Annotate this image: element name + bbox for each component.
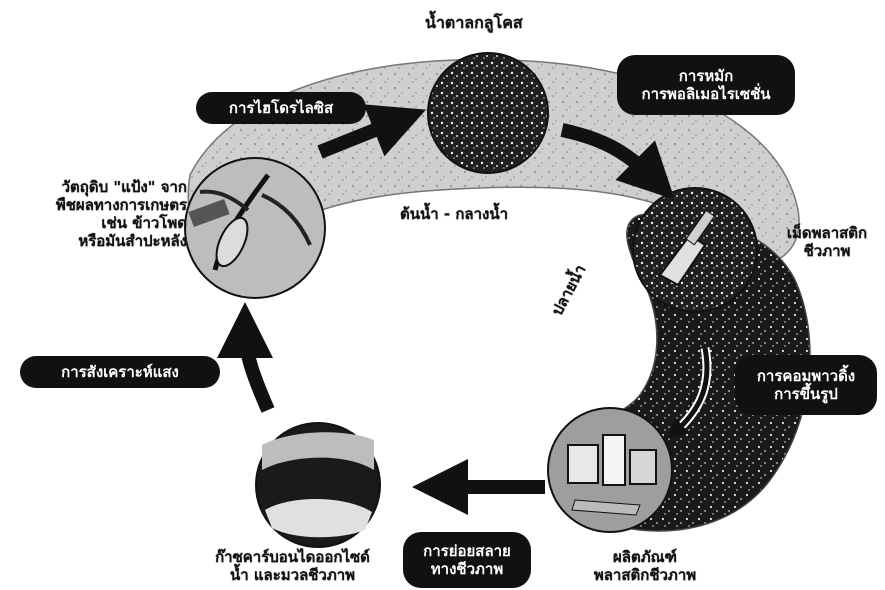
- compounding-pill: การคอมพาวดิ้ง การขึ้นรูป: [735, 355, 877, 415]
- photosynthesis-label: การสังเคราะห์แสง: [61, 363, 179, 381]
- co2-line-2: น้ำ และมวลชีวภาพ: [190, 566, 395, 584]
- biodegradation-pill: การย่อยสลาย ทางชีวภาพ: [403, 532, 531, 588]
- compounding-label-2: การขึ้นรูป: [774, 385, 838, 403]
- raw-material-label: วัตถุดิบ "แป้ง" จาก พืชผลทางการเกษตร เช่…: [12, 178, 187, 250]
- co2-water-biomass-label: ก๊าซคาร์บอนไดออกไซด์ น้ำ และมวลชีวภาพ: [190, 548, 395, 584]
- compounding-label-1: การคอมพาวดิ้ง: [757, 367, 855, 385]
- co2-line-1: ก๊าซคาร์บอนไดออกไซด์: [190, 548, 395, 566]
- pellets-line-2: ชีวภาพ: [772, 242, 882, 260]
- raw-material-line-1: วัตถุดิบ "แป้ง" จาก: [12, 178, 187, 196]
- photosynthesis-pill: การสังเคราะห์แสง: [20, 356, 220, 388]
- arrow-photosynthesis: [245, 330, 268, 410]
- fermentation-pill: การหมัก การพอลิเมอไรเซชั่น: [617, 55, 795, 115]
- fermentation-label-2: การพอลิเมอไรเซชั่น: [641, 85, 770, 103]
- hydrolysis-pill: การไฮโดรไลซิส: [196, 92, 366, 124]
- raw-material-line-3: เช่น ข้าวโพด: [12, 214, 187, 232]
- bioplastic-products-label: ผลิตภัณฑ์ พลาสติกชีวภาพ: [570, 548, 720, 584]
- raw-material-line-2: พืชผลทางการเกษตร: [12, 196, 187, 214]
- upstream-midstream-label: ต้นน้ำ - กลางน้ำ: [400, 205, 508, 223]
- biodegradation-label-1: การย่อยสลาย: [423, 542, 511, 560]
- biodegradation-label-2: ทางชีวภาพ: [431, 560, 503, 578]
- glucose-circle: [428, 53, 548, 173]
- pellets-line-1: เม็ดพลาสติก: [772, 224, 882, 242]
- products-line-1: ผลิตภัณฑ์: [570, 548, 720, 566]
- fermentation-label-1: การหมัก: [679, 67, 733, 85]
- raw-material-line-4: หรือมันสำปะหลัง: [12, 232, 187, 250]
- bioplastic-pellets-label: เม็ดพลาสติก ชีวภาพ: [772, 224, 882, 260]
- raw-material-circle: [185, 158, 325, 298]
- hydrolysis-label: การไฮโดรไลซิส: [229, 99, 333, 117]
- products-line-2: พลาสติกชีวภาพ: [570, 566, 720, 584]
- glucose-title: น้ำตาลกลูโคส: [425, 14, 523, 32]
